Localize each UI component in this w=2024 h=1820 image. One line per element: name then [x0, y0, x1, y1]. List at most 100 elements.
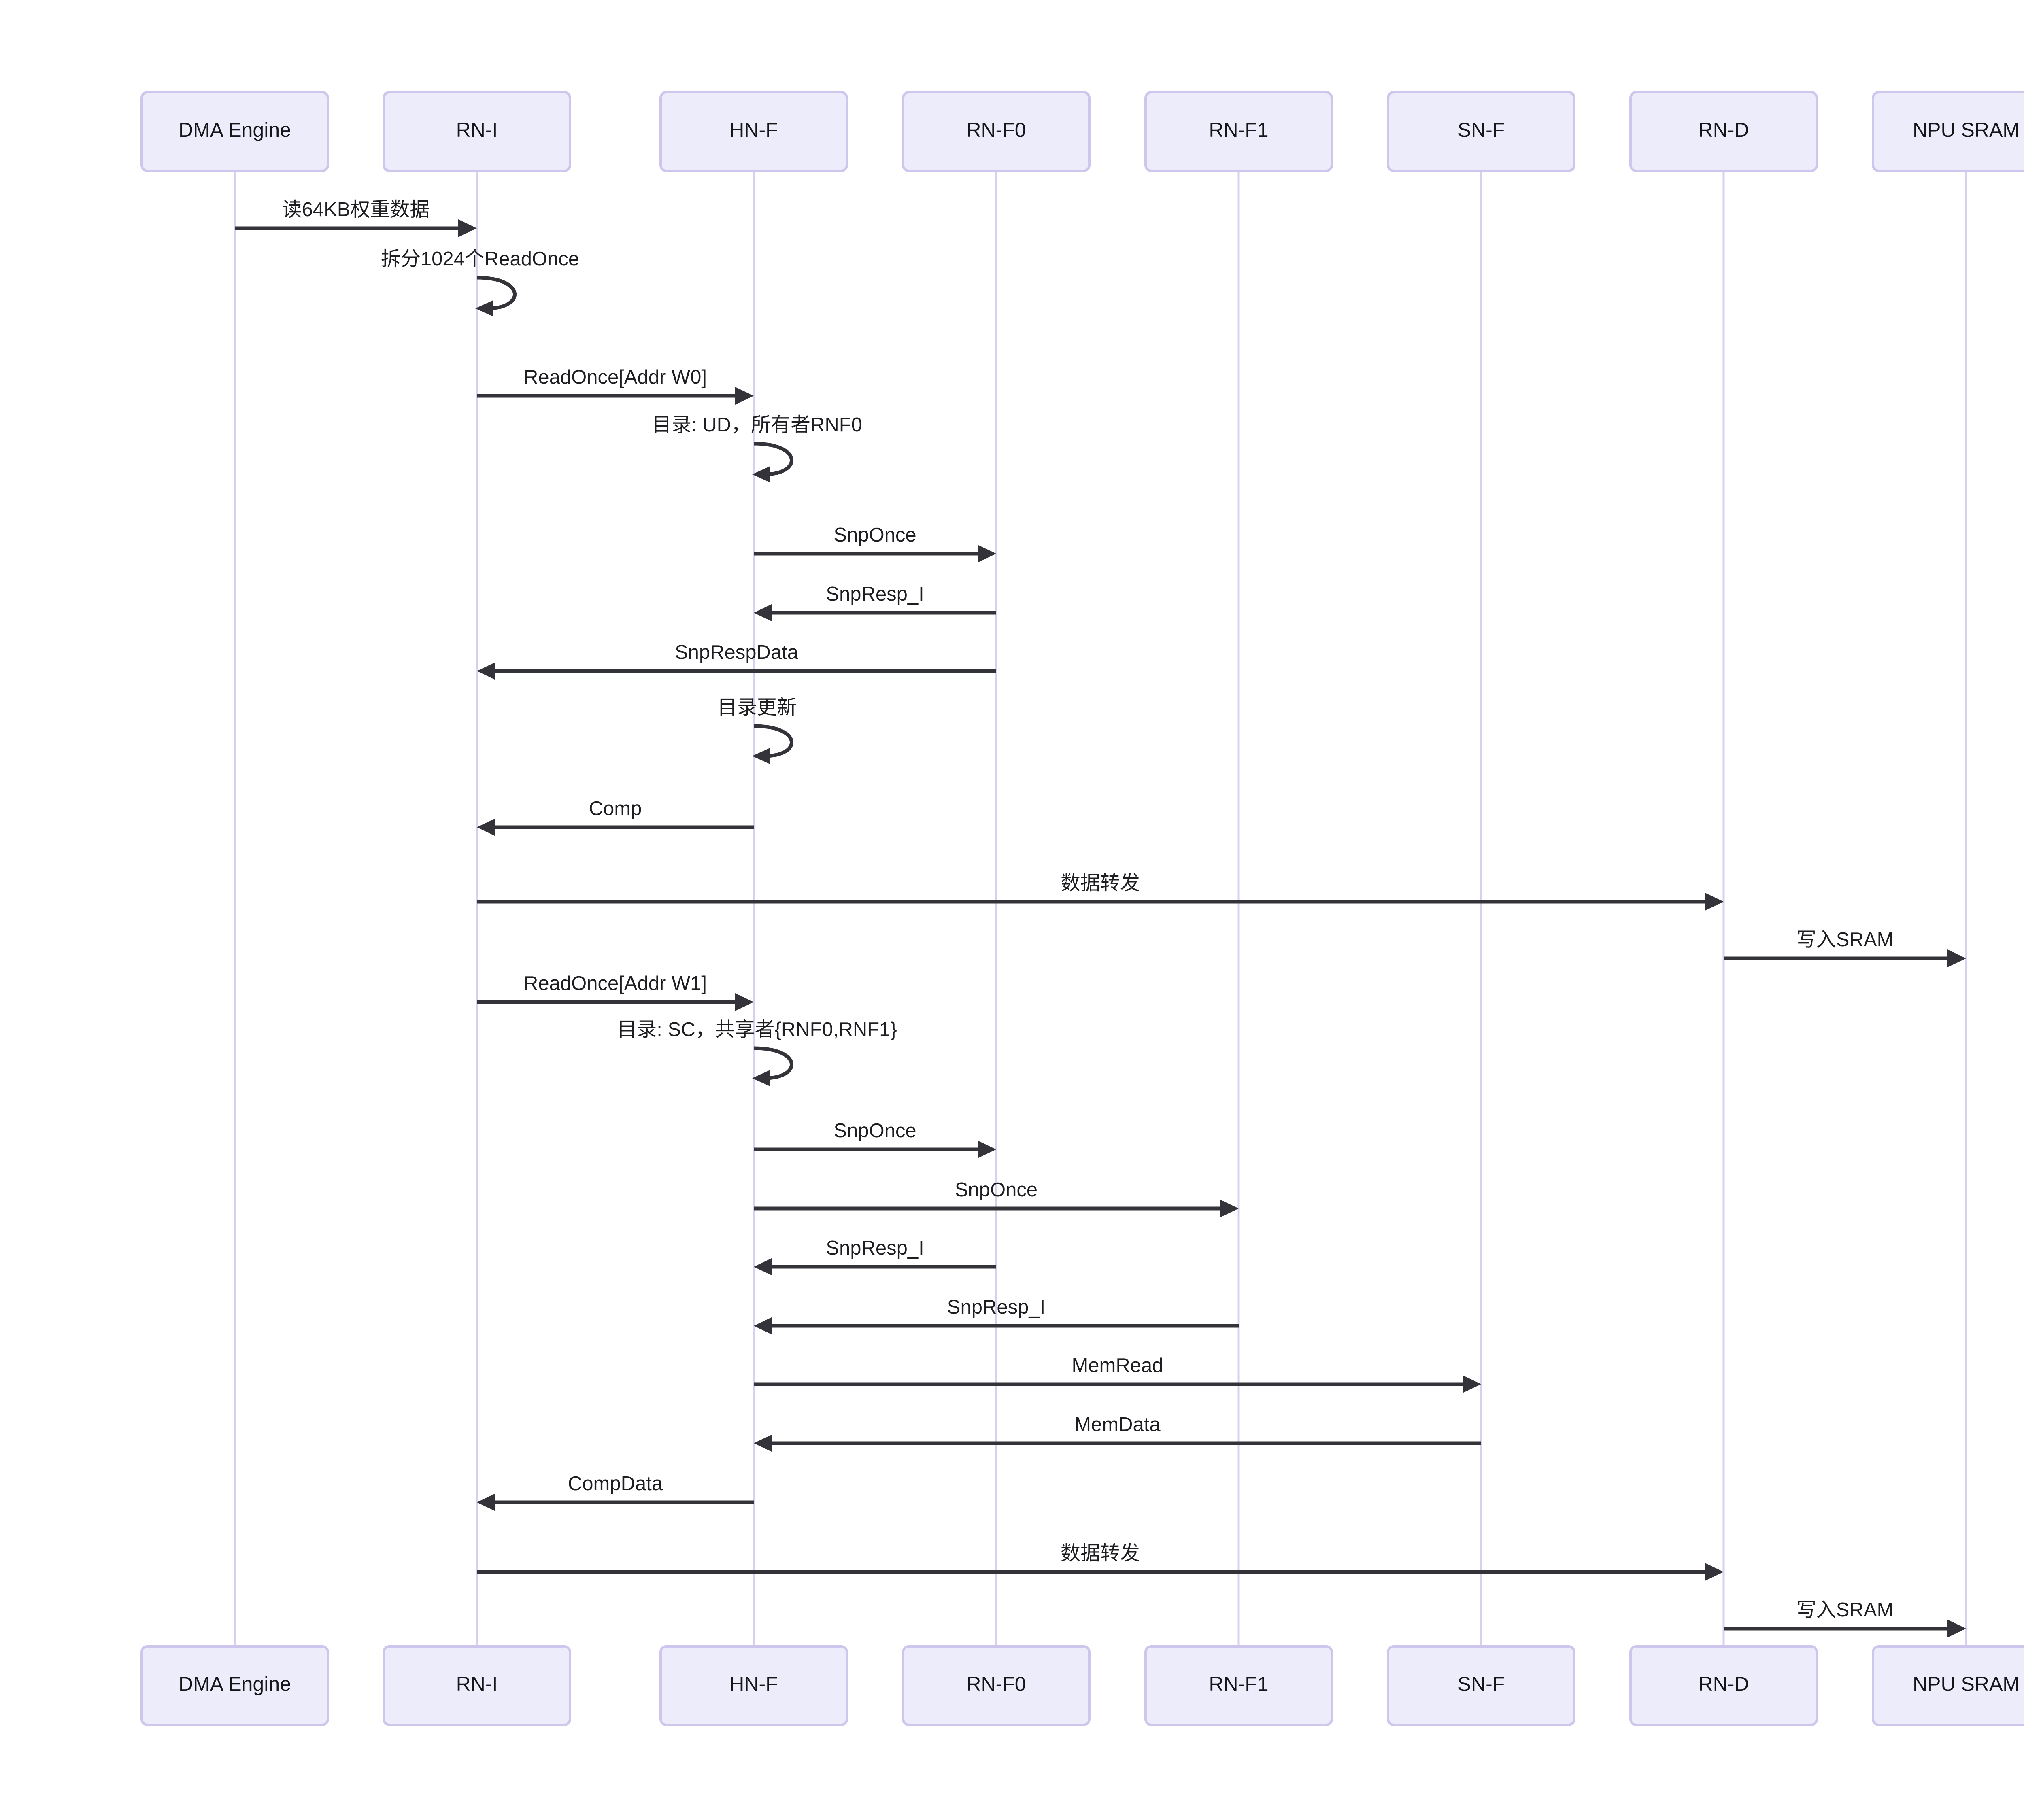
message-arrowhead — [1705, 1563, 1724, 1581]
message-21[interactable]: 数据转发 — [477, 1542, 1724, 1581]
message-14[interactable]: SnpOnce — [754, 1120, 996, 1158]
actor-rnd-top[interactable]: RN-D — [1629, 91, 1818, 172]
actor-box-snf-top[interactable] — [1387, 91, 1575, 172]
message-loop-path — [476, 276, 517, 310]
actor-box-dma-bottom[interactable] — [140, 1645, 329, 1726]
actor-label-sram-bottom: NPU SRAM — [1913, 1673, 2020, 1695]
message-label: SnpResp_I — [826, 583, 924, 605]
message-11[interactable]: 写入SRAM — [1724, 929, 1966, 967]
actor-box-rnf1-bottom[interactable] — [1144, 1645, 1333, 1726]
message-arrowhead — [477, 818, 495, 836]
message-loop-path — [753, 1046, 793, 1080]
message-label: SnpOnce — [833, 524, 916, 546]
actor-box-rnf0-top[interactable] — [902, 91, 1091, 172]
actor-box-snf-bottom[interactable] — [1387, 1645, 1575, 1726]
message-arrowhead — [477, 662, 495, 680]
actor-sram-bottom[interactable]: NPU SRAM — [1872, 1645, 2024, 1726]
actor-box-hnf-bottom[interactable] — [659, 1645, 848, 1726]
message-arrowhead — [475, 300, 493, 316]
message-label: SnpResp_I — [947, 1296, 1045, 1318]
message-16[interactable]: SnpResp_I — [754, 1237, 996, 1276]
message-17[interactable]: SnpResp_I — [754, 1296, 1239, 1335]
message-arrowhead — [477, 1493, 495, 1511]
message-13[interactable]: 目录: SC，共享者{RNF0,RNF1} — [617, 1019, 897, 1086]
actor-rni-bottom[interactable]: RN-I — [383, 1645, 571, 1726]
actor-rnf1-bottom[interactable]: RN-F1 — [1144, 1645, 1333, 1726]
actor-rnf0-top[interactable]: RN-F0 — [902, 91, 1091, 172]
message-arrowhead — [754, 1317, 772, 1335]
message-18[interactable]: MemRead — [754, 1355, 1481, 1393]
actor-snf-bottom[interactable]: SN-F — [1387, 1645, 1575, 1726]
message-arrowhead — [1705, 893, 1724, 911]
message-6[interactable]: SnpResp_I — [754, 583, 996, 622]
message-arrowhead — [978, 545, 996, 563]
message-label: 数据转发 — [1061, 1542, 1140, 1564]
message-label: 读64KB权重数据 — [282, 199, 430, 221]
actor-box-rnf1-top[interactable] — [1144, 91, 1333, 172]
actor-boxes-bottom: DMA Engine RN-I HN-F RN-F0 RN-F1 SN-F RN-D NPU … — [140, 1645, 2024, 1726]
actor-label-hnf-bottom: HN-F — [729, 1673, 778, 1695]
actor-box-hnf-top[interactable] — [659, 91, 848, 172]
message-label: 目录: UD，所有者RNF0 — [652, 414, 862, 436]
message-8[interactable]: 目录更新 — [717, 697, 797, 764]
actor-hnf-top[interactable]: HN-F — [659, 91, 848, 172]
message-label: SnpResp_I — [826, 1237, 924, 1259]
actor-label-snf-top: SN-F — [1458, 119, 1505, 141]
actor-label-rnd-bottom: RN-D — [1699, 1673, 1749, 1695]
actor-label-rnf1-top: RN-F1 — [1209, 119, 1268, 141]
message-10[interactable]: 数据转发 — [477, 872, 1724, 911]
message-arrowhead — [752, 748, 770, 764]
actor-box-rni-top[interactable] — [383, 91, 571, 172]
actor-sram-top[interactable]: NPU SRAM — [1872, 91, 2024, 172]
actor-dma-top[interactable]: DMA Engine — [140, 91, 329, 172]
message-4[interactable]: 目录: UD，所有者RNF0 — [652, 414, 862, 482]
actor-rnd-bottom[interactable]: RN-D — [1629, 1645, 1818, 1726]
message-3[interactable]: ReadOnce[Addr W0] — [477, 366, 754, 405]
actor-snf-top[interactable]: SN-F — [1387, 91, 1575, 172]
message-label: 目录: SC，共享者{RNF0,RNF1} — [617, 1019, 897, 1041]
message-label: 写入SRAM — [1797, 929, 1894, 951]
message-arrowhead — [1463, 1375, 1481, 1393]
actor-box-rnd-bottom[interactable] — [1629, 1645, 1818, 1726]
lifelines-layer — [234, 171, 1967, 1646]
message-label: SnpRespData — [675, 641, 799, 663]
actor-hnf-bottom[interactable]: HN-F — [659, 1645, 848, 1726]
actor-rni-top[interactable]: RN-I — [383, 91, 571, 172]
actor-label-rni-top: RN-I — [456, 119, 498, 141]
message-1[interactable]: 读64KB权重数据 — [235, 199, 477, 237]
message-20[interactable]: CompData — [477, 1473, 754, 1511]
message-label: SnpOnce — [955, 1179, 1038, 1201]
message-5[interactable]: SnpOnce — [754, 524, 996, 563]
actor-box-dma-top[interactable] — [140, 91, 329, 172]
message-arrowhead — [754, 1258, 772, 1276]
message-22[interactable]: 写入SRAM — [1724, 1599, 1966, 1637]
message-15[interactable]: SnpOnce — [754, 1179, 1239, 1217]
message-7[interactable]: SnpRespData — [477, 641, 996, 680]
message-label: 拆分1024个ReadOnce — [381, 248, 579, 270]
message-9[interactable]: Comp — [477, 798, 754, 836]
actor-dma-bottom[interactable]: DMA Engine — [140, 1645, 329, 1726]
message-label: MemData — [1074, 1414, 1161, 1436]
message-arrowhead — [752, 1070, 770, 1086]
actor-label-rnf0-bottom: RN-F0 — [966, 1673, 1026, 1695]
message-arrowhead — [1947, 1620, 1966, 1637]
actor-rnf0-bottom[interactable]: RN-F0 — [902, 1645, 1091, 1726]
actor-box-sram-bottom[interactable] — [1872, 1645, 2024, 1726]
message-label: Comp — [589, 798, 642, 820]
actor-rnf1-top[interactable]: RN-F1 — [1144, 91, 1333, 172]
message-loop-path — [753, 442, 793, 476]
actor-box-rnd-top[interactable] — [1629, 91, 1818, 172]
actor-box-sram-top[interactable] — [1872, 91, 2024, 172]
message-19[interactable]: MemData — [754, 1414, 1481, 1452]
message-12[interactable]: ReadOnce[Addr W1] — [477, 973, 754, 1011]
message-label: SnpOnce — [833, 1120, 916, 1142]
actor-box-rnf0-bottom[interactable] — [902, 1645, 1091, 1726]
actor-box-rni-bottom[interactable] — [383, 1645, 571, 1726]
message-arrowhead — [754, 1434, 772, 1452]
message-arrowhead — [735, 993, 754, 1011]
message-2[interactable]: 拆分1024个ReadOnce — [381, 248, 579, 316]
message-label: ReadOnce[Addr W0] — [524, 366, 707, 388]
